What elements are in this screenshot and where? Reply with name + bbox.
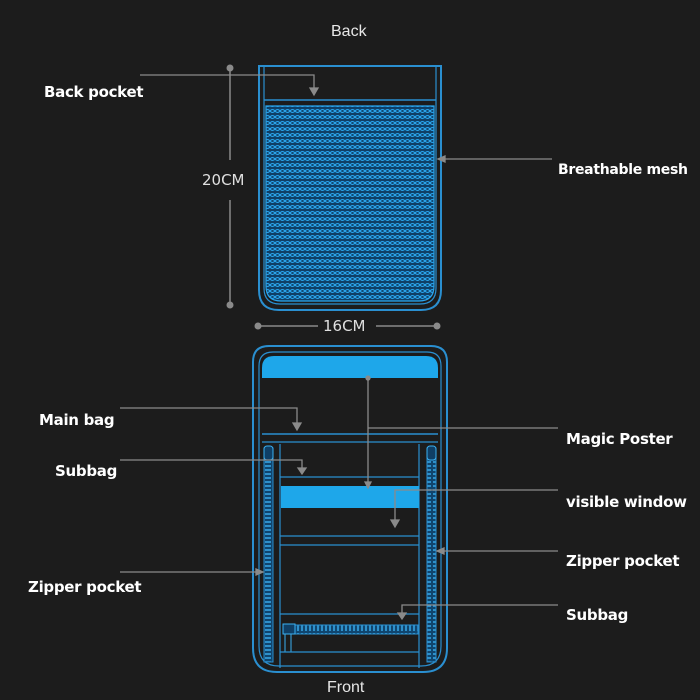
back-pocket-leader bbox=[140, 74, 320, 97]
width-dimension bbox=[254, 322, 441, 330]
back-view bbox=[258, 65, 442, 311]
label-subbag-right: Subbag bbox=[566, 606, 629, 624]
visible-window-leader bbox=[389, 489, 558, 529]
label-visible-window: visible window bbox=[566, 493, 687, 511]
front-view-title: Front bbox=[327, 679, 365, 696]
label-breathable-mesh: Breathable mesh bbox=[558, 162, 688, 178]
label-zipper-pocket-left: Zipper pocket bbox=[28, 578, 142, 596]
subbag-left-leader bbox=[120, 459, 308, 476]
main-bag-leader bbox=[120, 407, 303, 432]
label-main-bag: Main bag bbox=[39, 411, 115, 429]
left-zipper bbox=[263, 447, 274, 663]
label-back-pocket: Back pocket bbox=[44, 83, 144, 101]
bottom-zipper bbox=[283, 624, 419, 635]
height-dimension bbox=[226, 64, 234, 309]
label-magic-poster: Magic Poster bbox=[566, 430, 673, 448]
magic-poster-leader bbox=[363, 375, 558, 490]
label-zipper-pocket-right: Zipper pocket bbox=[566, 552, 680, 570]
breathable-mesh-panel bbox=[265, 105, 435, 302]
top-band bbox=[262, 356, 438, 378]
zipper-pocket-left-leader bbox=[120, 568, 265, 576]
width-dimension-label: 16CM bbox=[323, 317, 366, 335]
label-subbag-left: Subbag bbox=[55, 462, 118, 480]
front-view bbox=[252, 345, 448, 673]
right-zipper bbox=[426, 447, 437, 663]
back-view-title: Back bbox=[331, 23, 367, 40]
visible-window bbox=[281, 486, 419, 508]
height-dimension-label: 20CM bbox=[202, 171, 245, 189]
zipper-pocket-right-leader bbox=[435, 547, 558, 555]
subbag-right-leader bbox=[396, 604, 558, 621]
breathable-mesh-leader bbox=[436, 155, 552, 163]
